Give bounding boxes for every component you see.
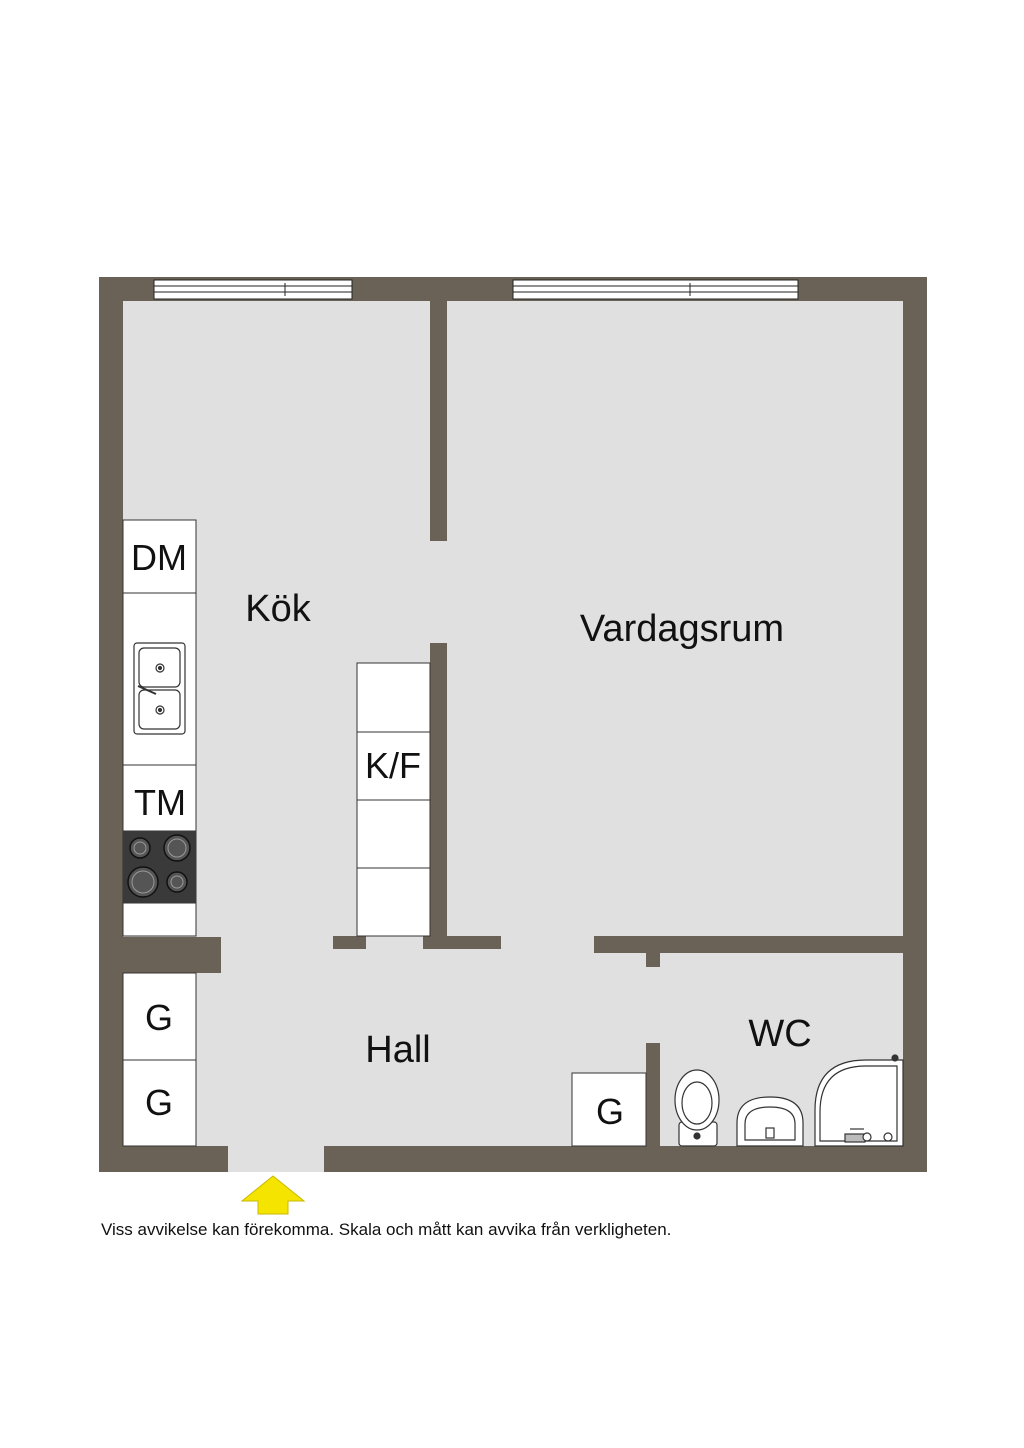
window-kitchen	[153, 279, 353, 300]
window-living	[512, 279, 799, 300]
room-label-hall: Hall	[365, 1029, 430, 1071]
interior-walls	[123, 301, 903, 1146]
room-label-living: Vardagsrum	[580, 608, 784, 650]
washbasin-icon	[736, 1096, 804, 1147]
fridge-freezer-label: K/F	[365, 745, 421, 786]
room-label-kitchen: Kök	[245, 588, 311, 630]
room-label-wc: WC	[748, 1013, 811, 1055]
toilet-icon	[674, 1069, 720, 1147]
stove-icon	[123, 831, 196, 903]
disclaimer-text: Viss avvikelse kan förekomma. Skala och …	[101, 1220, 672, 1239]
washer-label: TM	[134, 782, 186, 823]
dishwasher-label: DM	[131, 537, 187, 578]
shower-icon	[814, 1054, 904, 1147]
wardrobe-2-label: G	[145, 1082, 173, 1123]
wardrobe-3-label: G	[596, 1091, 624, 1132]
wardrobe-hall-right	[571, 1072, 647, 1147]
wardrobe-hall-left	[122, 972, 197, 1147]
wardrobe-1-label: G	[145, 997, 173, 1038]
entrance-arrow-icon	[240, 1175, 306, 1215]
fridge-freezer-unit	[356, 662, 431, 937]
sink-icon	[133, 642, 186, 735]
